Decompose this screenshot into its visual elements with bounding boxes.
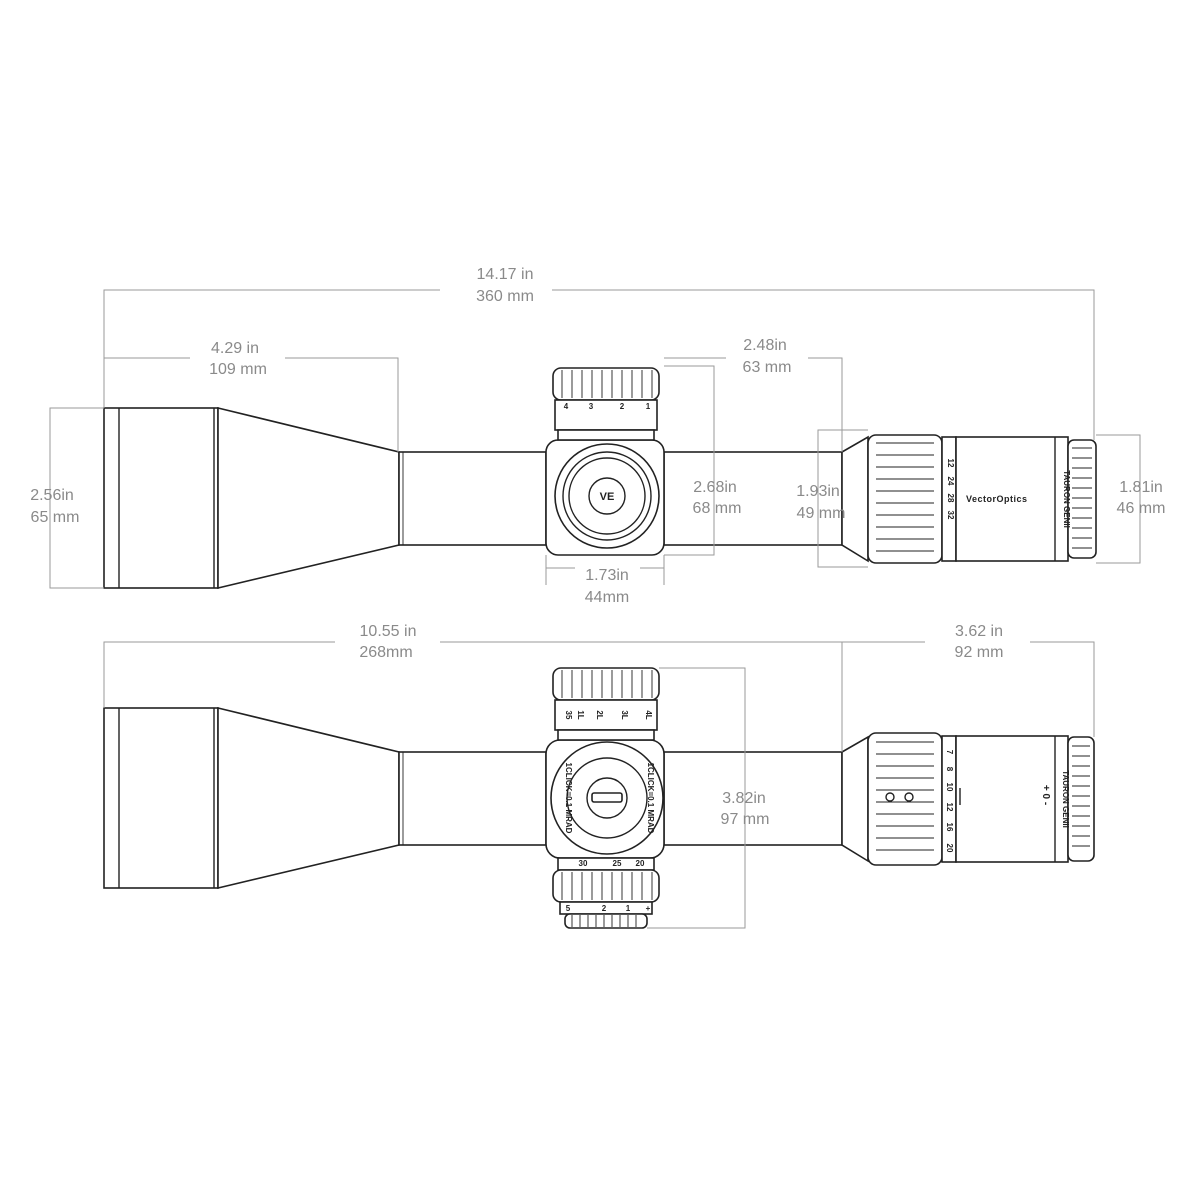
elevation-scale-side bbox=[554, 699, 658, 731]
eyepiece-body-side bbox=[955, 735, 1069, 863]
elevation-turret-cap[interactable] bbox=[552, 367, 660, 401]
svg-text:12: 12 bbox=[946, 459, 955, 468]
parallax-knob[interactable] bbox=[552, 869, 660, 903]
svg-text:12: 12 bbox=[945, 803, 954, 812]
svg-text:2: 2 bbox=[602, 904, 607, 913]
magnification-ring bbox=[867, 434, 943, 564]
objective-cap-side bbox=[103, 707, 219, 889]
eyepiece-body bbox=[955, 436, 1069, 562]
objective-cap bbox=[103, 407, 219, 589]
objective-dia-mm: 65 mm bbox=[31, 509, 80, 526]
top-dimension-labels: 14.17 in 360 mm 4.29 in 109 mm 2.56in 65… bbox=[30, 266, 1165, 606]
svg-text:35: 35 bbox=[564, 711, 573, 720]
diopter-ring bbox=[1067, 439, 1097, 559]
side-dimension-lines bbox=[103, 641, 1095, 929]
elevation-turret-cap-side[interactable] bbox=[552, 667, 660, 701]
svg-text:2L: 2L bbox=[595, 710, 604, 719]
svg-text:8: 8 bbox=[945, 767, 954, 772]
main-tube-front-side bbox=[398, 751, 547, 846]
objective-bell bbox=[217, 406, 400, 590]
ocular-section-in: 3.62 in bbox=[955, 623, 1003, 640]
overall-length-mm: 360 mm bbox=[476, 288, 534, 305]
turret-height-in: 2.68in bbox=[693, 479, 737, 496]
ocular-section-mm: 92 mm bbox=[955, 644, 1004, 661]
svg-text:20: 20 bbox=[636, 859, 645, 868]
diopter-ring-side[interactable] bbox=[1067, 736, 1095, 862]
overall-length-in: 14.17 in bbox=[477, 266, 534, 283]
diopter-label: + 0 - bbox=[1040, 785, 1051, 805]
svg-text:25: 25 bbox=[613, 859, 622, 868]
svg-text:+: + bbox=[646, 904, 651, 913]
main-tube-front bbox=[398, 451, 547, 546]
turret-number-3: 3 bbox=[589, 402, 594, 411]
turret-number-4: 4 bbox=[564, 402, 569, 411]
bell-length-mm: 109 mm bbox=[209, 361, 267, 378]
magnification-ring-ridges bbox=[876, 442, 934, 552]
turret-ocular-in: 2.48in bbox=[743, 337, 787, 354]
main-tube-rear bbox=[663, 451, 843, 546]
obj-to-turret-mm: 268mm bbox=[359, 644, 412, 661]
svg-text:20: 20 bbox=[945, 844, 954, 853]
windage-text-right: 1CLICK=0.1 MRAD bbox=[646, 763, 655, 834]
svg-text:1: 1 bbox=[626, 904, 631, 913]
elevation-turret-scale bbox=[554, 399, 658, 431]
objective-dia-in: 2.56in bbox=[30, 487, 74, 504]
saddle-mm: 44mm bbox=[585, 589, 629, 606]
eyepiece-dia-in: 1.81in bbox=[1119, 479, 1163, 496]
ocular-dia-mm: 49 mm bbox=[797, 505, 846, 522]
model-label-side: TAURON GENII bbox=[1061, 770, 1070, 828]
mag-numbers-top: 12 24 28 32 bbox=[946, 459, 955, 520]
ve-logo: VE bbox=[600, 491, 615, 503]
eyepiece-dia-mm: 46 mm bbox=[1117, 500, 1166, 517]
svg-text:5: 5 bbox=[566, 904, 571, 913]
turret-number-1: 1 bbox=[646, 402, 651, 411]
turret-number-2: 2 bbox=[620, 402, 625, 411]
illumination-knob[interactable] bbox=[564, 913, 648, 929]
svg-text:32: 32 bbox=[946, 511, 955, 520]
top-dimension-lines bbox=[49, 289, 1141, 589]
scope-top-view: VectorOptics TAURON GENII 12 24 28 32 VE… bbox=[103, 367, 1097, 590]
turret-height-side-mm: 97 mm bbox=[721, 811, 770, 828]
obj-to-turret-in: 10.55 in bbox=[360, 623, 417, 640]
svg-text:16: 16 bbox=[945, 823, 954, 832]
svg-text:4L: 4L bbox=[644, 710, 653, 719]
ocular-bell bbox=[841, 435, 869, 563]
mag-numbers-side: 7 8 10 12 16 20 bbox=[945, 750, 954, 853]
turret-ocular-mm: 63 mm bbox=[743, 359, 792, 376]
turret-height-side-in: 3.82in bbox=[722, 790, 766, 807]
ocular-bell-side bbox=[841, 735, 869, 863]
model-label-top: TAURON GENII bbox=[1062, 470, 1071, 528]
svg-text:1L: 1L bbox=[576, 710, 585, 719]
main-tube-rear-side bbox=[663, 751, 843, 846]
ocular-dia-in: 1.93in bbox=[796, 483, 840, 500]
windage-text-left: 1CLICK=0.1 MRAD bbox=[564, 763, 573, 834]
elevation-base-side bbox=[557, 729, 655, 741]
svg-text:3L: 3L bbox=[620, 710, 629, 719]
elevation-turret-base bbox=[557, 429, 655, 441]
turret-height-mm: 68 mm bbox=[693, 500, 742, 517]
svg-text:28: 28 bbox=[946, 494, 955, 503]
coin-slot bbox=[591, 792, 623, 803]
windage-knob[interactable] bbox=[554, 443, 660, 549]
saddle-in: 1.73in bbox=[585, 567, 629, 584]
svg-text:7: 7 bbox=[945, 750, 954, 755]
svg-text:30: 30 bbox=[579, 859, 588, 868]
brand-logo: VectorOptics bbox=[966, 494, 1028, 504]
side-dimension-labels: 10.55 in 268mm 3.62 in 92 mm 3.82in 97 m… bbox=[359, 623, 1003, 828]
svg-text:24: 24 bbox=[946, 477, 955, 486]
scope-side-view: + 0 - TAURON GENII 7 8 10 12 16 20 1CLIC… bbox=[103, 667, 1095, 929]
objective-bell-side bbox=[217, 706, 400, 890]
svg-text:10: 10 bbox=[945, 783, 954, 792]
bell-length-in: 4.29 in bbox=[211, 340, 259, 357]
